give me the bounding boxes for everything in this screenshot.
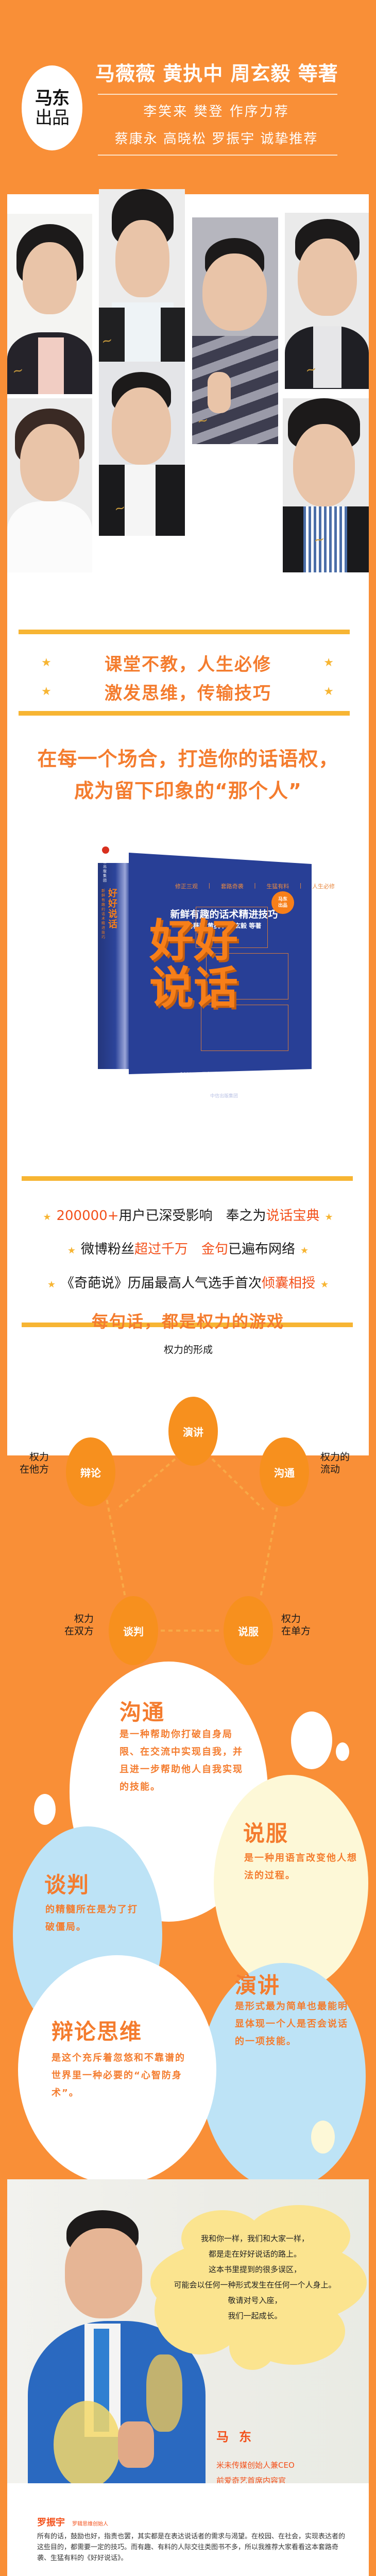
author-photo-6: ~	[99, 362, 185, 536]
divider	[98, 94, 337, 95]
headline-line-2: 成为留下印象的“那个人”	[74, 779, 302, 802]
bubble-debate	[18, 1955, 216, 2184]
node-speech: 演讲	[168, 1397, 218, 1466]
testimonial-text: 所有的话，鼓励也好，指责也罢，其实都是在表达说话者的需求与渴望。在校园、在社会，…	[37, 2533, 346, 2562]
cover-foot-1: 200000+用户已深受影响 奉之为说话宝典	[180, 1072, 268, 1077]
bubble-title-persuasion: 说服	[243, 1821, 289, 1846]
node-caption-persuasion: 权力 在单方	[281, 1613, 311, 1637]
decorative-bar	[22, 1323, 353, 1327]
stats-line-2: ★微博粉丝超过千万 金句已遍布网络★	[67, 1242, 309, 1257]
star-icon: ★	[41, 656, 53, 669]
header-banner: 马东 出品 马薇薇 黄执中 周玄毅 等著 李笑来 樊登 作序力荐 蔡康永 高晓松…	[0, 0, 376, 193]
divider	[98, 155, 337, 156]
bubble-persuasion	[214, 1775, 368, 1991]
testimonial-name: 罗振宇罗辑思维创始人	[37, 2517, 108, 2528]
diagram-title: 每句话，都是权力的游戏	[91, 1312, 284, 1331]
decorative-bar	[19, 630, 350, 634]
author-photo-3: ~	[192, 217, 278, 444]
node-communication: 沟通	[260, 1437, 309, 1506]
book-spine	[98, 863, 130, 1069]
madong-name: 马东	[216, 2430, 262, 2444]
cover-authors: 马薇薇 黄执中 周玄毅 等著	[186, 922, 262, 929]
cover-tags: 修正三观 | 套路奇袭 | 生猛有料 | 人生必修	[175, 882, 335, 890]
madong-quote: 我和你一样，我们和大家一样， 都是走在好好说话的路上。 这本书里提到的很多误区，…	[174, 2234, 336, 2320]
authors-heading: 马薇薇 黄执中 周玄毅 等著	[95, 62, 338, 85]
spine-title: 好好说话	[108, 888, 117, 930]
node-caption-communication: 权力的 流动	[320, 1451, 350, 1475]
node-caption-negotiation: 权力 在双方	[64, 1613, 94, 1637]
node-debate: 辩论	[66, 1437, 115, 1506]
cover-title: 好好 说话	[149, 915, 238, 1014]
bubble-title-speech: 演讲	[235, 1973, 281, 1998]
node-caption-debate: 权力 在他方	[20, 1451, 49, 1475]
cover-publisher: 中信出版集团	[210, 1094, 238, 1099]
decorative-bar	[19, 711, 350, 716]
star-icon: ★	[67, 1245, 76, 1256]
bubble-title-debate: 辩论思维	[52, 2019, 143, 2044]
book-front	[129, 853, 312, 1074]
author-photo-1: ~	[7, 214, 92, 394]
star-icon: ★	[47, 1279, 56, 1290]
decorative-bar	[22, 1176, 353, 1181]
bubble-speech	[201, 1963, 366, 2190]
bubble-title-communication: 沟通	[119, 1700, 165, 1725]
madong-portrait	[65, 2228, 142, 2318]
recommend-line: 蔡康永 高晓松 罗振宇 诚挚推荐	[114, 131, 318, 147]
publisher-logo-icon	[102, 846, 109, 854]
bubble-title-negotiation: 谈判	[44, 1872, 90, 1897]
star-icon: ★	[41, 685, 53, 698]
bubble-text-speech: 是形式最为简单也最能明显体现一个人是否会说话的一项技能。	[235, 2001, 348, 2047]
node-persuasion: 说服	[224, 1596, 273, 1665]
star-icon: ★	[323, 656, 335, 669]
author-photo-4: ~	[285, 213, 369, 389]
bubble-text-communication: 是一种帮助你打破自身局限、在交流中实现自我，并且进一步帮助他人自我实现的技能。	[119, 1729, 243, 1792]
madong-badge: 马东 出品	[271, 891, 294, 914]
node-negotiation: 谈判	[109, 1596, 158, 1665]
author-photo-5	[7, 398, 92, 572]
star-icon: ★	[43, 1212, 52, 1223]
logo-line1: 马东	[35, 88, 70, 109]
madong-titles: 米未传媒创始人兼CEO 前爱奇艺首席内容官	[216, 2461, 295, 2485]
slogan-line-2: ★ 激发思维，传输技巧 ★	[41, 683, 335, 704]
stats-line-3: ★《奇葩说》历届最高人气选手首次倾囊相授★	[47, 1276, 329, 1291]
testimonials-section	[7, 2483, 369, 2576]
cover-foot-2: 樊登 李笑来 作序 蔡康永 高晓松 罗振宇 诚挚推荐	[173, 1080, 276, 1085]
bubble-text-persuasion: 是一种用语言改变他人想法的过程。	[244, 1853, 357, 1881]
book-cover-image	[98, 853, 312, 1084]
stats-line-1: ★200000+用户已深受影响 奉之为说话宝典★	[43, 1208, 333, 1224]
node-caption-speech: 权力的形成	[164, 1344, 213, 1355]
star-icon: ★	[300, 1245, 309, 1256]
headline-line-1: 在每一个场合，打造你的话语权，	[37, 748, 339, 770]
bubble-text-negotiation: 的精髓所在是为了打破僵局。	[45, 1904, 138, 1933]
cover-subtitle: 新鲜有趣的话术精进技巧	[170, 909, 278, 920]
star-icon: ★	[324, 1212, 333, 1223]
slogan-line-1: ★ 课堂不教，人生必修 ★	[41, 654, 335, 675]
madong-logo: 马东 出品	[22, 65, 82, 150]
logo-line2: 出品	[35, 107, 70, 128]
star-icon: ★	[323, 685, 335, 698]
author-photo-7: ~	[283, 398, 369, 572]
bubble-text-debate: 是这个充斥着忽悠和不靠谱的世界里一种必要的“心智防身术”。	[52, 2053, 185, 2098]
star-icon: ★	[320, 1279, 329, 1290]
preface-line: 李笑来 樊登 作序力荐	[143, 104, 289, 120]
